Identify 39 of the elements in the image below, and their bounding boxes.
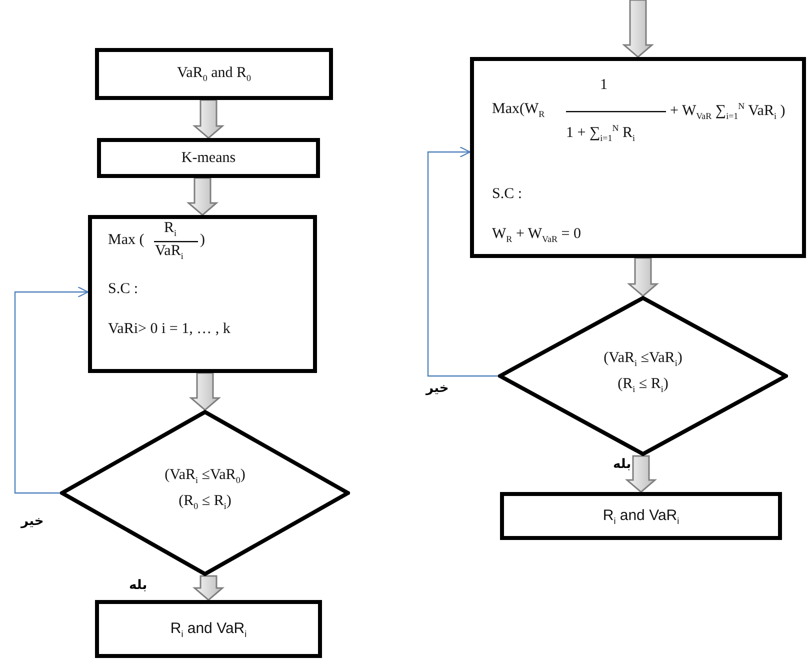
formula-text: ) [200,232,205,249]
formula-text: Max ( [108,232,144,249]
block-arrow [626,257,660,297]
block-arrow [186,177,219,216]
formula-text: W$_{R}$ + W$_{VaR}$ = 0 [492,226,582,244]
block-arrow [192,575,225,601]
condition-text: (R$_{0}$ ≤ R$_{i}$) [178,493,232,511]
decision-diamond [498,296,788,456]
edge-label: بله [128,578,148,593]
process-box [95,600,322,658]
feedback-arrow [14,286,89,494]
formula-text: Max(W$_{R}$ [492,101,545,119]
formula-text: 1 + ∑$_{i=1}$$^{N}$ R$_{i}$ [566,123,636,143]
process-box [500,492,782,540]
block-arrow [624,455,658,493]
feedback-arrow [427,146,498,377]
condition-text: (R$_{i}$ ≤ R$_{i}$) [616,376,670,394]
edge-label: بله [612,457,632,472]
decision-diamond [60,410,350,576]
formula-text: S.C : [492,186,522,203]
block-arrow [188,372,222,411]
formula-text: VaRi> 0 i = 1, … , k [108,321,230,338]
process-box [95,48,333,100]
process-box [97,138,320,178]
condition-text: (VaR$_{i}$ ≤VaR$_{0}$) [164,467,246,485]
formula-text: VaR$_{i}$ [155,243,184,261]
formula-text: R$_{i}$ [164,220,177,238]
formula-text: 1 [600,77,608,94]
process-box [88,215,317,373]
box-text: R$_{i}$ and VaR$_{i}$ [602,506,680,526]
box-text: VaR$_{0}$ and R$_{0}$ [176,65,251,83]
formula-text: + W$_{VaR}$ ∑$_{i=1}$$^{N}$ VaR$_{i}$ ) [670,101,786,121]
box-text: K-means [181,150,236,166]
formula-text: S.C : [108,281,138,298]
process-box [470,57,806,258]
block-arrow [192,99,225,139]
block-arrow [622,0,654,58]
condition-text: (VaR$_{i}$ ≤VaR$_{i}$) [602,350,684,368]
box-text: R$_{i}$ and VaR$_{i}$ [170,620,247,638]
